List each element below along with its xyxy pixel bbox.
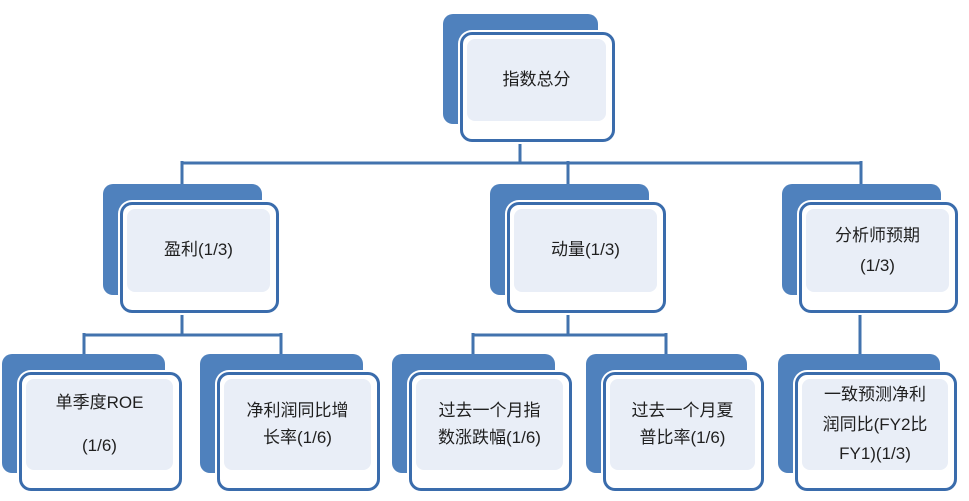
node-box: 指数总分 bbox=[460, 32, 615, 142]
node-label: 单季度ROE (1/6) bbox=[56, 382, 144, 467]
node-panel: 指数总分 bbox=[467, 39, 606, 121]
node-label-line: 净利润同比增 bbox=[246, 401, 349, 421]
node-box: 过去一个月夏 普比率(1/6) bbox=[603, 372, 764, 491]
node-label: 一致预测净利 润同比(FY2比 FY1)(1/3) bbox=[823, 380, 928, 469]
node-label-line: 润同比(FY2比 bbox=[822, 414, 928, 434]
node-label: 过去一个月夏 普比率(1/6) bbox=[632, 398, 734, 451]
node-label: 动量(1/3) bbox=[551, 237, 620, 263]
node-label: 净利润同比增 长率(1/6) bbox=[247, 398, 349, 451]
node-label-line: 单季度ROE bbox=[55, 393, 144, 412]
node-panel: 分析师预期 (1/3) bbox=[806, 209, 949, 292]
node-box: 分析师预期 (1/3) bbox=[799, 202, 958, 313]
node-label: 指数总分 bbox=[503, 67, 571, 93]
node-label-line: (1/6) bbox=[82, 435, 117, 455]
node-consensus-net-profit-yoy: 一致预测净利 润同比(FY2比 FY1)(1/3) bbox=[778, 354, 957, 491]
node-label: 盈利(1/3) bbox=[164, 237, 233, 263]
node-label-line: 动量(1/3) bbox=[551, 240, 620, 260]
node-box: 盈利(1/3) bbox=[120, 202, 279, 313]
node-panel: 过去一个月指 数涨跌幅(1/6) bbox=[416, 379, 563, 470]
node-label-line: 数涨跌幅(1/6) bbox=[438, 427, 541, 447]
node-box: 动量(1/3) bbox=[507, 202, 666, 313]
node-label-line: 一致预测净利 bbox=[824, 384, 926, 404]
node-box: 单季度ROE (1/6) bbox=[19, 372, 182, 491]
node-box: 过去一个月指 数涨跌幅(1/6) bbox=[409, 372, 572, 491]
node-label-line: 长率(1/6) bbox=[263, 427, 332, 447]
node-label-line: 普比率(1/6) bbox=[639, 427, 726, 447]
node-label-line: 指数总分 bbox=[502, 69, 571, 89]
node-label-line: 过去一个月夏 bbox=[631, 401, 734, 421]
node-box: 净利润同比增 长率(1/6) bbox=[217, 372, 380, 491]
node-label-line: (1/3) bbox=[860, 255, 895, 275]
node-label-line: 过去一个月指 bbox=[438, 401, 541, 421]
node-label: 过去一个月指 数涨跌幅(1/6) bbox=[438, 398, 541, 451]
node-label-line: FY1)(1/3) bbox=[839, 444, 911, 464]
node-quarterly-roe: 单季度ROE (1/6) bbox=[2, 354, 182, 491]
node-panel: 过去一个月夏 普比率(1/6) bbox=[610, 379, 755, 470]
node-panel: 单季度ROE (1/6) bbox=[26, 379, 173, 470]
node-momentum: 动量(1/3) bbox=[490, 184, 666, 313]
node-panel: 动量(1/3) bbox=[514, 209, 657, 292]
node-label-line: 分析师预期 bbox=[835, 225, 920, 245]
node-past-month-sharpe-ratio: 过去一个月夏 普比率(1/6) bbox=[586, 354, 764, 491]
node-profit: 盈利(1/3) bbox=[103, 184, 279, 313]
node-panel: 盈利(1/3) bbox=[127, 209, 270, 292]
node-panel: 一致预测净利 润同比(FY2比 FY1)(1/3) bbox=[802, 379, 948, 470]
node-index-total-score: 指数总分 bbox=[443, 14, 615, 142]
node-box: 一致预测净利 润同比(FY2比 FY1)(1/3) bbox=[795, 372, 957, 491]
node-panel: 净利润同比增 长率(1/6) bbox=[224, 379, 371, 470]
node-label: 分析师预期 (1/3) bbox=[835, 221, 920, 281]
node-net-profit-yoy-growth: 净利润同比增 长率(1/6) bbox=[200, 354, 380, 491]
node-analyst-expectation: 分析师预期 (1/3) bbox=[782, 184, 958, 313]
node-label-line: 盈利(1/3) bbox=[164, 240, 233, 260]
node-past-month-index-return: 过去一个月指 数涨跌幅(1/6) bbox=[392, 354, 572, 491]
